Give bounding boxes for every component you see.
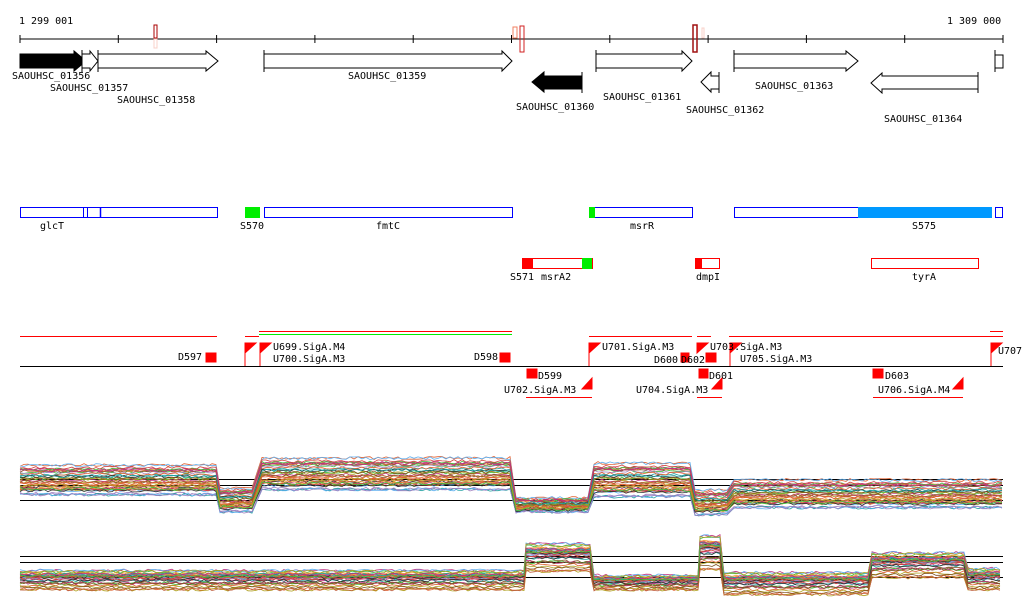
segment-label: D600 — [654, 355, 678, 366]
expression-line — [19, 551, 1001, 586]
expression-line — [19, 535, 1001, 578]
gene-label: SAOUHSC_01359 — [348, 71, 426, 82]
marker — [519, 25, 525, 53]
expression-line — [19, 567, 1001, 597]
ruler-start-label: 1 299 001 — [19, 16, 73, 27]
segment-label: U705.SigA.M3 — [740, 354, 812, 365]
expression-line — [19, 468, 1002, 506]
segment-label: U702.SigA.M3 — [504, 385, 576, 396]
segment-label: D599 — [538, 371, 562, 382]
feature-label: S570 — [240, 221, 264, 232]
feature-label: S575 — [912, 221, 936, 232]
gene-label: SAOUHSC_01357 — [50, 83, 128, 94]
feature-track-plus: glcT S570 fmtC msrR S575 — [20, 207, 1003, 232]
segment-label: U699.SigA.M4 — [273, 342, 345, 353]
expression-line — [19, 534, 1001, 578]
expression-line — [19, 564, 1001, 594]
feature-fmtC[interactable] — [264, 207, 513, 218]
feature-label: tyrA — [912, 272, 936, 283]
segment-label: U700.SigA.M3 — [273, 354, 345, 365]
gene-SAOUHSC_01364[interactable] — [870, 71, 979, 95]
gene-label: SAOUHSC_01362 — [686, 105, 764, 116]
gene-SAOUHSC_01357[interactable] — [81, 49, 99, 73]
gene-SAOUHSC_01361[interactable] — [595, 49, 693, 73]
marker — [692, 24, 698, 53]
expression-line — [19, 544, 1001, 582]
feature-msrR[interactable] — [589, 207, 693, 218]
gene-SAOUHSC_01360[interactable] — [531, 70, 583, 94]
feature-label: glcT — [40, 221, 64, 232]
expression-line — [19, 466, 1003, 505]
expression-line — [19, 476, 1002, 509]
expression-track-minus — [19, 533, 1003, 597]
gene-label: SAOUHSC_01356 — [12, 71, 90, 82]
expression-line — [19, 556, 1001, 590]
marker — [701, 27, 705, 39]
feature-S570[interactable] — [245, 207, 260, 218]
gene-label: SAOUHSC_01361 — [603, 92, 681, 103]
gene-SAOUHSC_01363[interactable] — [733, 49, 859, 73]
segment-label: D597 — [178, 352, 202, 363]
expression-line — [19, 541, 1001, 580]
gene-label: SAOUHSC_01360 — [516, 102, 594, 113]
expression-line — [20, 540, 1001, 580]
expression-line — [19, 567, 1001, 596]
ruler: 1 299 001 1 309 000 — [19, 16, 1004, 53]
feature-tyrA[interactable] — [871, 258, 979, 269]
expression-line — [19, 456, 1003, 500]
expression-track-plus — [19, 455, 1003, 517]
gene-SAOUHSC_01362[interactable] — [700, 70, 720, 94]
feature-label: S571 — [510, 272, 534, 283]
expression-line — [19, 477, 1003, 510]
gene-SAOUHSC_01359[interactable] — [263, 49, 513, 73]
feature-track-minus: S571 msrA2 dmpI tyrA — [510, 258, 979, 283]
expression-line — [19, 459, 1003, 502]
feature-glcT[interactable] — [20, 207, 218, 218]
segment-label: U703.SigA.M3 — [710, 342, 782, 353]
feature-label: dmpI — [696, 272, 720, 283]
gene-track — [19, 49, 1004, 95]
expression-line — [19, 481, 1003, 512]
segment-label: D601 — [709, 371, 733, 382]
marker — [512, 26, 518, 39]
segment-label: D598 — [474, 352, 498, 363]
segment-label: U707 — [998, 346, 1022, 357]
gene-label: SAOUHSC_01358 — [117, 95, 195, 106]
feature-label: fmtC — [376, 221, 400, 232]
gene-SAOUHSC_01358[interactable] — [97, 49, 219, 73]
gene-labels: SAOUHSC_01356 SAOUHSC_01357 SAOUHSC_0135… — [12, 71, 962, 125]
segment-label: U706.SigA.M4 — [878, 385, 950, 396]
expression-line — [19, 487, 1003, 517]
segment-label: U704.SigA.M3 — [636, 385, 708, 396]
expression-line — [19, 544, 1001, 582]
gene-SAOUHSC_01356[interactable] — [19, 49, 87, 73]
marker — [153, 38, 158, 49]
gene-label: SAOUHSC_01364 — [884, 114, 962, 125]
segment-label: D602 — [681, 355, 705, 366]
gene-label: SAOUHSC_01363 — [755, 81, 833, 92]
segment-label: D603 — [885, 371, 909, 382]
segment-track: D597 U699.SigA.M4 U700.SigA.M3 D598 U701… — [20, 331, 1022, 398]
expression-line — [19, 461, 1003, 503]
feature-label: msrR — [630, 221, 655, 232]
gene-partial[interactable] — [994, 54, 1004, 69]
ruler-end-label: 1 309 000 — [947, 16, 1001, 27]
segment-label: U701.SigA.M3 — [602, 342, 674, 353]
marker — [153, 24, 158, 39]
feature-label: msrA2 — [541, 272, 571, 283]
